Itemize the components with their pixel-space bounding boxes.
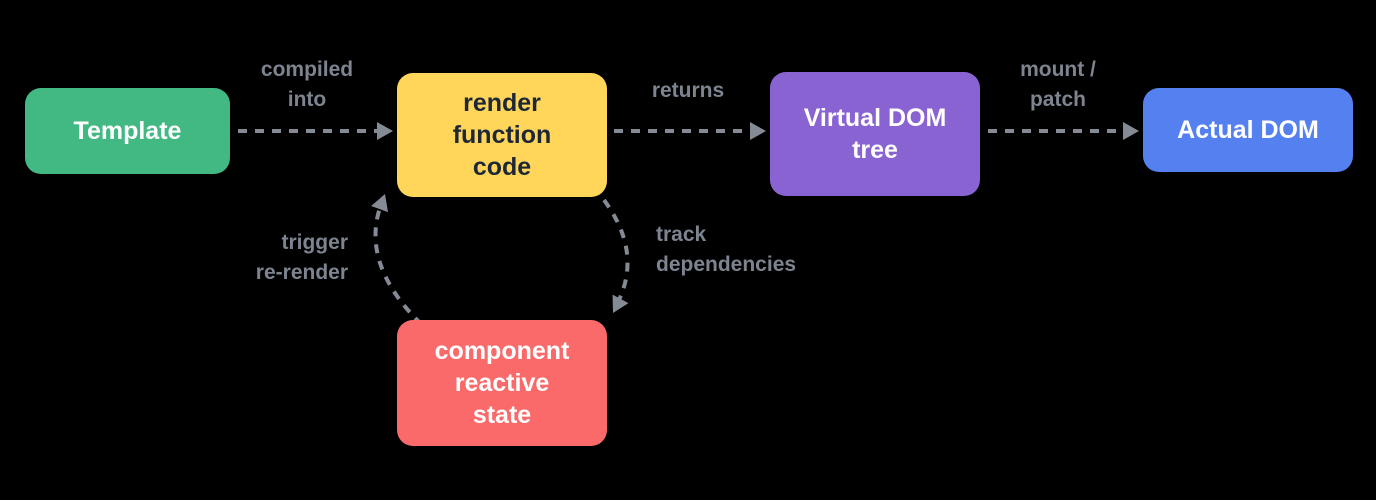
edge-label-returns: returns bbox=[651, 79, 725, 102]
node-template: Template bbox=[25, 88, 230, 174]
node-component-reactive-state: component reactive state bbox=[397, 320, 607, 446]
node-render-function-code: render function code bbox=[397, 73, 607, 197]
edge-label-trigger-rerender: trigger re-render bbox=[255, 231, 348, 285]
arrowhead-vdom-to-actualdom bbox=[1123, 122, 1139, 140]
edge-label-compiled-into: compiled into bbox=[260, 58, 354, 112]
arrowhead-state-to-render bbox=[371, 194, 388, 213]
edge-label-mount-patch: mount / patch bbox=[1020, 58, 1096, 112]
arrowhead-render-to-state bbox=[612, 294, 629, 313]
arrow-state-to-render bbox=[373, 201, 436, 338]
node-virtual-dom-tree: Virtual DOM tree bbox=[770, 72, 980, 196]
arrow-render-to-state bbox=[602, 198, 630, 307]
arrowhead-render-to-vdom bbox=[750, 122, 766, 140]
node-actual-dom: Actual DOM bbox=[1143, 88, 1353, 172]
arrowhead-template-to-render bbox=[377, 122, 393, 140]
edge-label-track-dependencies: track dependencies bbox=[656, 223, 797, 277]
